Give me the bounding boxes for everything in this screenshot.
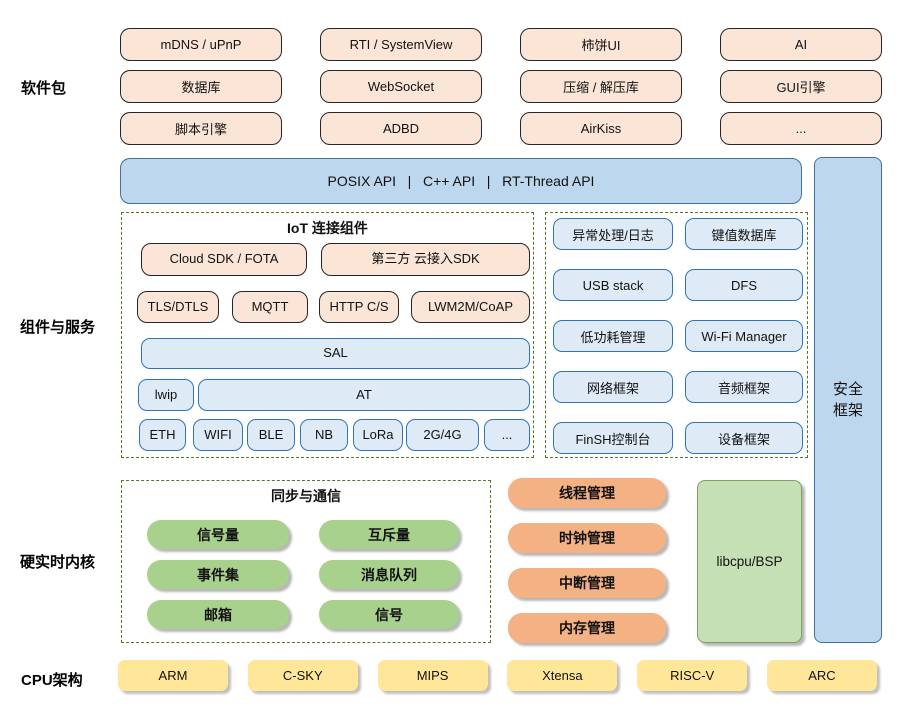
service-kv-database: 键值数据库: [685, 218, 803, 250]
service-dfs: DFS: [685, 269, 803, 301]
iot-link-eth: ETH: [139, 419, 186, 451]
package-mdns-upnp: mDNS / uPnP: [120, 28, 282, 61]
package-gui-engine: GUI引擎: [720, 70, 882, 103]
service-device-fw: 设备框架: [685, 422, 803, 454]
service-finsh-console: FinSH控制台: [553, 422, 673, 454]
security-framework-box: 安全 框架: [814, 157, 882, 643]
security-framework-label: 安全 框架: [833, 381, 863, 420]
kernel-mutex: 互斥量: [319, 520, 459, 549]
kernel-interrupt-mgmt: 中断管理: [508, 568, 666, 598]
package-database: 数据库: [120, 70, 282, 103]
services-grid: 异常处理/日志 键值数据库 USB stack DFS 低功耗管理 Wi-Fi …: [553, 218, 803, 454]
iot-link-ble: BLE: [247, 419, 295, 451]
package-persimmon-ui: 柿饼UI: [520, 28, 682, 61]
cpu-riscv: RISC-V: [637, 660, 748, 691]
software-packages-grid: mDNS / uPnP RTI / SystemView 柿饼UI AI 数据库…: [120, 28, 882, 145]
iot-lwip: lwip: [138, 379, 194, 411]
service-low-power: 低功耗管理: [553, 320, 673, 352]
kernel-signal: 信号: [319, 600, 459, 629]
service-usb-stack: USB stack: [553, 269, 673, 301]
iot-tls-dtls: TLS/DTLS: [137, 291, 219, 323]
kernel-management-column: 线程管理 时钟管理 中断管理 内存管理: [508, 478, 666, 643]
iot-lwm2m-coap: LWM2M/CoAP: [411, 291, 530, 323]
iot-third-party-sdk: 第三方 云接入SDK: [321, 243, 530, 276]
service-wifi-manager: Wi-Fi Manager: [685, 320, 803, 352]
sync-group-title: 同步与通信: [271, 488, 341, 504]
api-layer-label: POSIX API | C++ API | RT-Thread API: [327, 172, 595, 189]
security-framework-line2: 框架: [832, 402, 863, 419]
iot-http-cs: HTTP C/S: [319, 291, 399, 323]
cpu-arc: ARC: [766, 660, 877, 691]
package-adbd: ADBD: [320, 112, 482, 145]
kernel-memory-mgmt: 内存管理: [508, 613, 666, 643]
package-compression: 压缩 / 解压库: [520, 70, 682, 103]
kernel-thread-mgmt: 线程管理: [508, 478, 666, 508]
package-airkiss: AirKiss: [520, 112, 682, 145]
cpu-arm: ARM: [118, 660, 228, 691]
kernel-event-set: 事件集: [147, 560, 289, 589]
sync-communication-group: 同步与通信 信号量 互斥量 事件集 消息队列 邮箱 信号: [121, 480, 491, 643]
iot-at: AT: [198, 379, 530, 411]
package-websocket: WebSocket: [320, 70, 482, 103]
sync-grid: 信号量 互斥量 事件集 消息队列 邮箱 信号: [147, 520, 459, 629]
iot-mqtt: MQTT: [232, 291, 308, 323]
section-label-components: 组件与服务: [20, 319, 96, 336]
cpu-mips: MIPS: [377, 660, 488, 691]
package-row: 脚本引擎 ADBD AirKiss ...: [120, 112, 882, 145]
libcpu-bsp-box: libcpu/BSP: [697, 480, 802, 643]
service-exception-log: 异常处理/日志: [553, 218, 673, 250]
section-label-kernel: 硬实时内核: [20, 554, 96, 571]
iot-link-2g4g: 2G/4G: [406, 419, 479, 451]
iot-cloud-sdk-fota: Cloud SDK / FOTA: [141, 243, 307, 276]
cpu-xtensa: Xtensa: [507, 660, 618, 691]
package-script-engine: 脚本引擎: [120, 112, 282, 145]
iot-link-lora: LoRa: [353, 419, 403, 451]
section-label-cpu: CPU架构: [21, 672, 83, 689]
iot-components-group: IoT 连接组件 Cloud SDK / FOTA 第三方 云接入SDK TLS…: [121, 212, 534, 458]
kernel-semaphore: 信号量: [147, 520, 289, 549]
package-rti-systemview: RTI / SystemView: [320, 28, 482, 61]
iot-group-title: IoT 连接组件: [287, 220, 368, 236]
package-row: 数据库 WebSocket 压缩 / 解压库 GUI引擎: [120, 70, 882, 103]
security-framework-line1: 安全: [832, 380, 863, 398]
cpu-arch-row: ARM C-SKY MIPS Xtensa RISC-V ARC: [118, 660, 877, 691]
cpu-csky: C-SKY: [247, 660, 358, 691]
package-row: mDNS / uPnP RTI / SystemView 柿饼UI AI: [120, 28, 882, 61]
package-more: ...: [720, 112, 882, 145]
section-label-packages: 软件包: [21, 80, 67, 97]
service-audio-fw: 音频框架: [685, 371, 803, 403]
package-ai: AI: [720, 28, 882, 61]
kernel-mailbox: 邮箱: [147, 600, 289, 629]
service-network-fw: 网络框架: [553, 371, 673, 403]
iot-link-more: ...: [484, 419, 530, 451]
api-layer-bar: POSIX API | C++ API | RT-Thread API: [120, 158, 802, 204]
kernel-message-queue: 消息队列: [319, 560, 459, 589]
iot-link-wifi: WIFI: [193, 419, 243, 451]
services-group: [545, 212, 808, 458]
iot-link-nb: NB: [300, 419, 348, 451]
kernel-clock-mgmt: 时钟管理: [508, 523, 666, 553]
iot-sal: SAL: [141, 338, 530, 369]
